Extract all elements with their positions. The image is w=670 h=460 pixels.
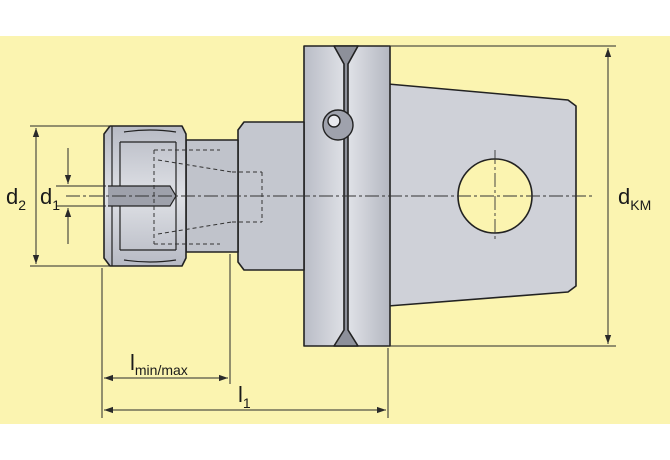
ball-lock <box>322 109 354 141</box>
centerlines <box>66 150 592 242</box>
label-l1: l1 <box>238 382 251 411</box>
label-d1: d1 <box>40 184 60 213</box>
hidden-lines <box>153 149 263 245</box>
neck <box>237 121 305 271</box>
label-dkm: dKM <box>618 184 651 213</box>
label-d2: d2 <box>6 184 26 213</box>
label-lminmax: lmin/max <box>130 350 188 378</box>
dimension-lines <box>30 45 616 418</box>
